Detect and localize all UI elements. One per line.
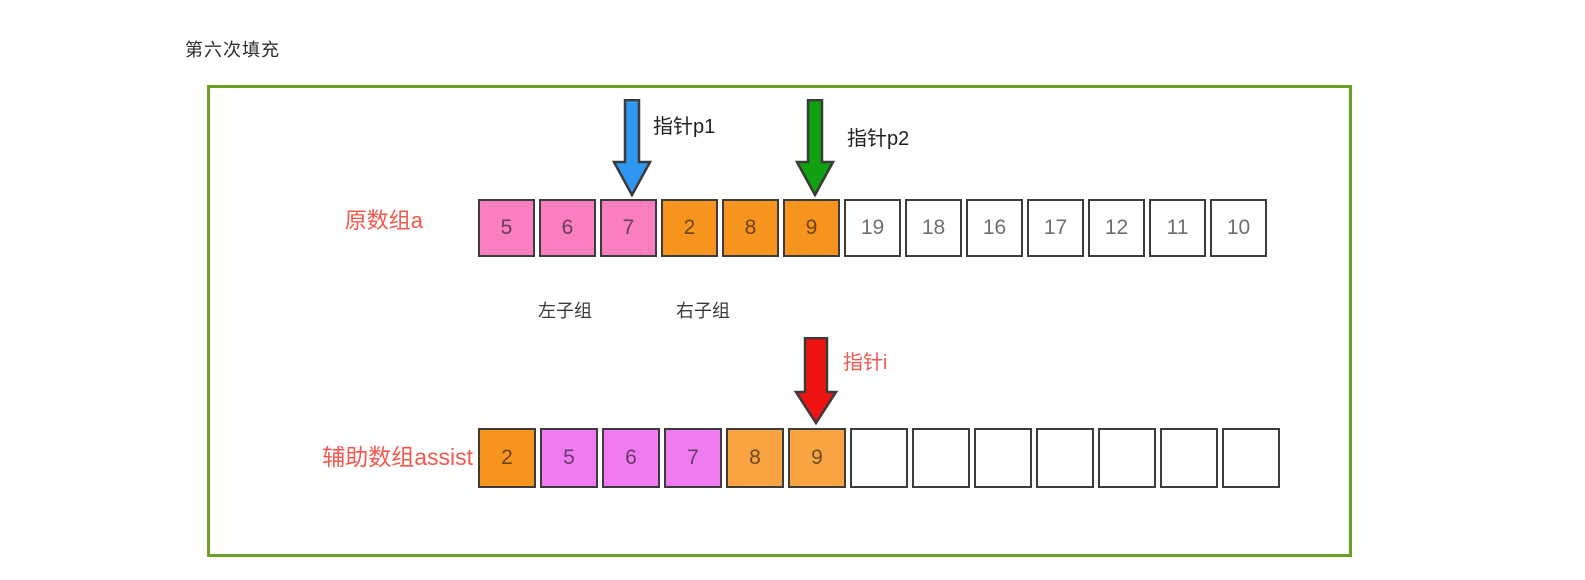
- pointer-p1-arrow-icon: [612, 99, 652, 197]
- assist-array-label: 辅助数组assist: [322, 444, 473, 470]
- pointer-p2-label: 指针p2: [847, 128, 910, 150]
- array-cell: 6: [602, 428, 660, 488]
- array-cell: [1098, 428, 1156, 488]
- array-cell: 12: [1088, 199, 1145, 257]
- array-cell: 8: [722, 199, 779, 257]
- array-cell: 2: [661, 199, 718, 257]
- pointer-i-arrow-icon: [794, 337, 838, 425]
- page-title: 第六次填充: [185, 40, 280, 60]
- right-subgroup-label: 右子组: [676, 301, 730, 321]
- array-cell: 16: [966, 199, 1023, 257]
- array-cell: 19: [844, 199, 901, 257]
- array-cell: [1160, 428, 1218, 488]
- array-cell: 9: [788, 428, 846, 488]
- array-cell: 2: [478, 428, 536, 488]
- array-cell: 17: [1027, 199, 1084, 257]
- array-cell: 6: [539, 199, 596, 257]
- array-cell: 5: [478, 199, 535, 257]
- array-cell: 18: [905, 199, 962, 257]
- array-cell: 7: [600, 199, 657, 257]
- array-cell: 10: [1210, 199, 1267, 257]
- pointer-p2-arrow-icon: [795, 99, 835, 197]
- pointer-i-label: 指针i: [843, 352, 888, 374]
- array-cell: [912, 428, 970, 488]
- array-a-label: 原数组a: [344, 208, 423, 233]
- array-cell: 5: [540, 428, 598, 488]
- left-subgroup-label: 左子组: [538, 301, 592, 321]
- array-cell: [974, 428, 1032, 488]
- array-cell: [1222, 428, 1280, 488]
- array-cell: 8: [726, 428, 784, 488]
- array-cell: 7: [664, 428, 722, 488]
- array-cell: 9: [783, 199, 840, 257]
- pointer-p1-label: 指针p1: [653, 116, 716, 138]
- array-cell: [1036, 428, 1094, 488]
- array-cell: [850, 428, 908, 488]
- array-cell: 11: [1149, 199, 1206, 257]
